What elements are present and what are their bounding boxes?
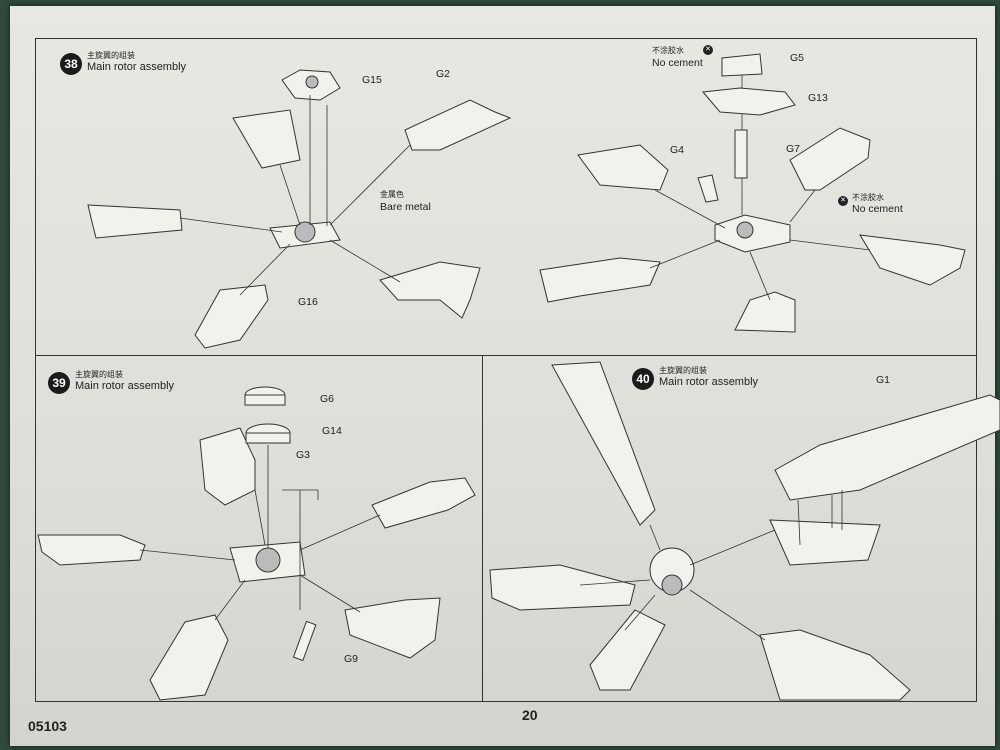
panel-divider-horizontal <box>35 355 977 356</box>
step-title-en: Main rotor assembly <box>659 376 759 388</box>
part-label-g15: G15 <box>362 74 382 86</box>
step-40-header: 40 主旋翼的组装 Main rotor assembly <box>632 365 758 390</box>
bare-metal-note-cn: 金属色 <box>380 190 404 199</box>
part-label-g4: G4 <box>670 144 685 156</box>
page-frame <box>35 38 977 702</box>
no-cement-icon: ✕ <box>703 45 713 55</box>
step-title-en: Main rotor assembly <box>75 380 175 392</box>
part-label-g1: G1 <box>876 374 891 386</box>
step-number-badge: 40 <box>632 368 654 390</box>
part-label-g7: G7 <box>786 143 801 155</box>
step-title-cn: 主旋翼的组装 <box>75 370 123 379</box>
step-39-header: 39 主旋翼的组装 Main rotor assembly <box>48 369 174 394</box>
part-label-g2: G2 <box>436 68 451 80</box>
panel-divider-vertical <box>482 355 483 701</box>
part-label-g14: G14 <box>322 425 342 437</box>
no-cement-note-cn: 不涂胶水 <box>652 46 684 55</box>
part-label-g3: G3 <box>296 449 311 461</box>
part-label-g9: G9 <box>344 653 359 665</box>
part-label-g5: G5 <box>790 52 805 64</box>
part-label-g13: G13 <box>808 92 828 104</box>
step-title-en: Main rotor assembly <box>87 61 187 73</box>
kit-code: 05103 <box>28 718 67 734</box>
step-38-header: 38 主旋翼的组装 Main rotor assembly <box>60 50 186 75</box>
page-number: 20 <box>522 707 538 723</box>
instruction-sheet <box>10 6 995 746</box>
no-cement-icon: ✕ <box>838 196 848 206</box>
step40-rotor-drawing <box>489 361 1000 701</box>
step-number-badge: 39 <box>48 372 70 394</box>
part-label-g16: G16 <box>298 296 318 308</box>
step39-rotor-drawing <box>37 386 476 701</box>
step-title-cn: 主旋翼的组装 <box>659 366 707 375</box>
step38b-rotor-drawing <box>539 53 966 333</box>
step38-rotor-drawing <box>87 69 512 349</box>
no-cement-note-en: No cement <box>652 57 703 69</box>
part-label-g6: G6 <box>320 393 335 405</box>
bare-metal-note-en: Bare metal <box>380 201 431 213</box>
step-title-cn: 主旋翼的组装 <box>87 51 135 60</box>
no-cement-note-cn: 不涂胶水 <box>852 193 884 202</box>
step-number-badge: 38 <box>60 53 82 75</box>
no-cement-note-en: No cement <box>852 203 903 215</box>
